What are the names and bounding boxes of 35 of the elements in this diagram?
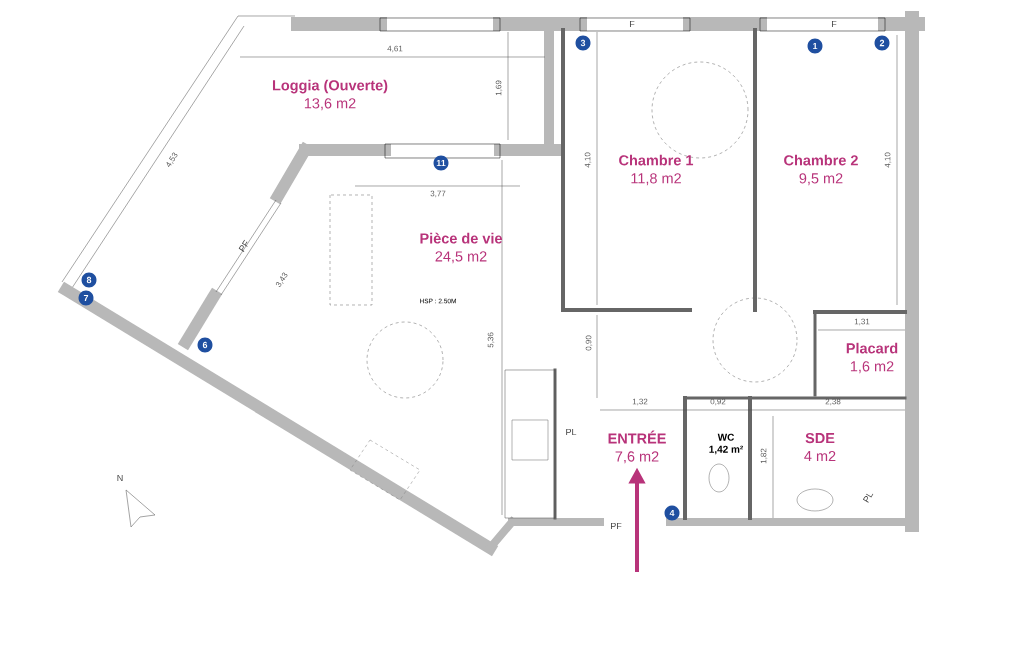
dimension-label: 1,82 [760, 448, 768, 464]
room-label: SDE 4 m2 [804, 432, 836, 462]
room-label: Pièce de vie 24,5 m2 [420, 232, 502, 264]
dimension-label: 4,10 [584, 152, 592, 168]
dimension-label: 1,69 [495, 80, 503, 96]
callout-number: 1 [807, 38, 823, 54]
callout-number: 8 [81, 272, 97, 288]
plan-mark: PF [238, 239, 248, 252]
dimension-label: 3,77 [430, 190, 446, 198]
callout-number: 4 [664, 505, 680, 521]
callout-number: 3 [575, 35, 591, 51]
room-label: WC 1,42 m² [709, 433, 743, 455]
dimension-label: 2,38 [825, 398, 841, 406]
plan-mark: PF [611, 522, 622, 530]
plan-mark: PL [566, 428, 577, 436]
callout-number: 7 [78, 290, 94, 306]
room-label: Loggia (Ouverte) 13,6 m2 [273, 79, 388, 111]
callout-number: 11 [433, 155, 449, 171]
room-label: Placard 1,6 m2 [846, 342, 898, 374]
room-label: Chambre 2 9,5 m2 [784, 154, 858, 186]
dimension-label: 0,92 [710, 398, 726, 406]
room-label: ENTRÉE 7,6 m2 [608, 430, 666, 464]
callout-number: 6 [197, 337, 213, 353]
dimension-label: 4,61 [387, 45, 403, 53]
plan-mark: PL [862, 493, 874, 503]
plan-mark: N [117, 474, 123, 482]
callout-number: 2 [874, 35, 890, 51]
dimension-label: 5,36 [487, 332, 495, 348]
dimension-label: 1,32 [632, 398, 648, 406]
dimension-label: 1,31 [854, 318, 870, 326]
plan-mark: F [630, 20, 635, 28]
dimension-label: 0,90 [585, 335, 593, 351]
room-label: Chambre 1 11,8 m2 [619, 154, 694, 186]
plan-mark: F [832, 20, 837, 28]
dimension-label: 4,10 [884, 152, 892, 168]
